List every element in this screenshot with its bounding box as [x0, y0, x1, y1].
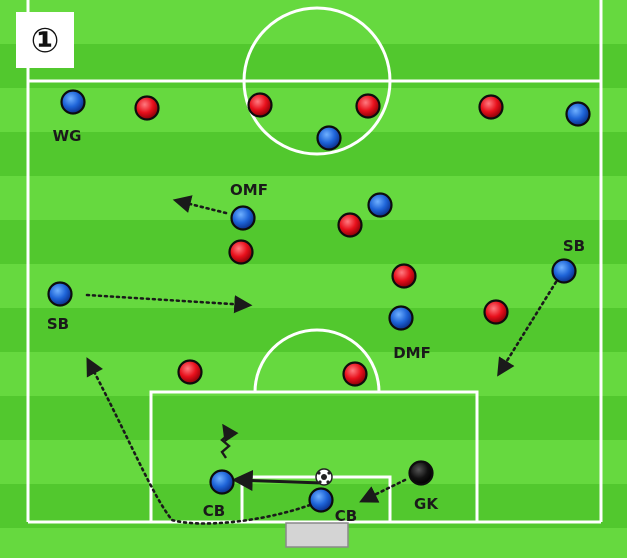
grass-stripe: [0, 396, 627, 440]
label-cb-left: CB: [203, 502, 225, 520]
grass-stripe: [0, 264, 627, 308]
red-player: [247, 92, 273, 118]
arrow-cb-dribble: [220, 423, 239, 459]
arrow-pass: [231, 470, 323, 492]
grass-stripe: [0, 176, 627, 220]
grass-stripe: [0, 352, 627, 396]
center-circle: [242, 6, 392, 156]
label-omf: OMF: [230, 181, 268, 199]
arrow-sb-right-run: [497, 280, 558, 377]
goalkeeper: [408, 460, 434, 486]
blue-player-cm: [367, 192, 393, 218]
ball: [315, 468, 333, 486]
blue-player-cb-right: [308, 487, 334, 513]
red-player: [177, 359, 203, 385]
red-player: [228, 239, 254, 265]
red-player: [342, 361, 368, 387]
blue-player-cb-left: [209, 469, 235, 495]
red-player: [355, 93, 381, 119]
red-player: [134, 95, 160, 121]
label-dmf: DMF: [393, 344, 431, 362]
blue-player-sb-right: [551, 258, 577, 284]
grass-stripe: [0, 88, 627, 132]
red-team: [134, 92, 509, 387]
blue-player-cf: [316, 125, 342, 151]
blue-player-dmf: [388, 305, 414, 331]
arrow-cb-overlap-run: [86, 357, 312, 525]
blue-player-sb-left: [47, 281, 73, 307]
red-player: [337, 212, 363, 238]
arrow-gk-move: [359, 478, 407, 503]
red-player: [478, 94, 504, 120]
red-player: [391, 263, 417, 289]
label-wg: WG: [53, 127, 82, 145]
arrow-sb-left-run: [85, 293, 253, 314]
penalty-arc: [253, 328, 381, 393]
label-cb-right: CB: [335, 507, 357, 525]
label-sb-left: SB: [47, 315, 69, 333]
red-player: [483, 299, 509, 325]
step-label: ①: [31, 21, 60, 61]
blue-player-omf: [230, 205, 256, 231]
step-label-box: [16, 12, 74, 68]
grass-stripe: [0, 220, 627, 264]
label-sb-right: SB: [563, 237, 585, 255]
player-labels: WG OMF SB SB DMF CB CB GK: [47, 127, 585, 525]
blue-player-st: [565, 101, 591, 127]
movement-arrows: [85, 195, 558, 525]
blue-team: [47, 89, 591, 513]
arrow-omf-run: [172, 195, 228, 215]
blue-player-wg: [60, 89, 86, 115]
label-gk: GK: [414, 495, 439, 513]
goal: [285, 522, 349, 548]
